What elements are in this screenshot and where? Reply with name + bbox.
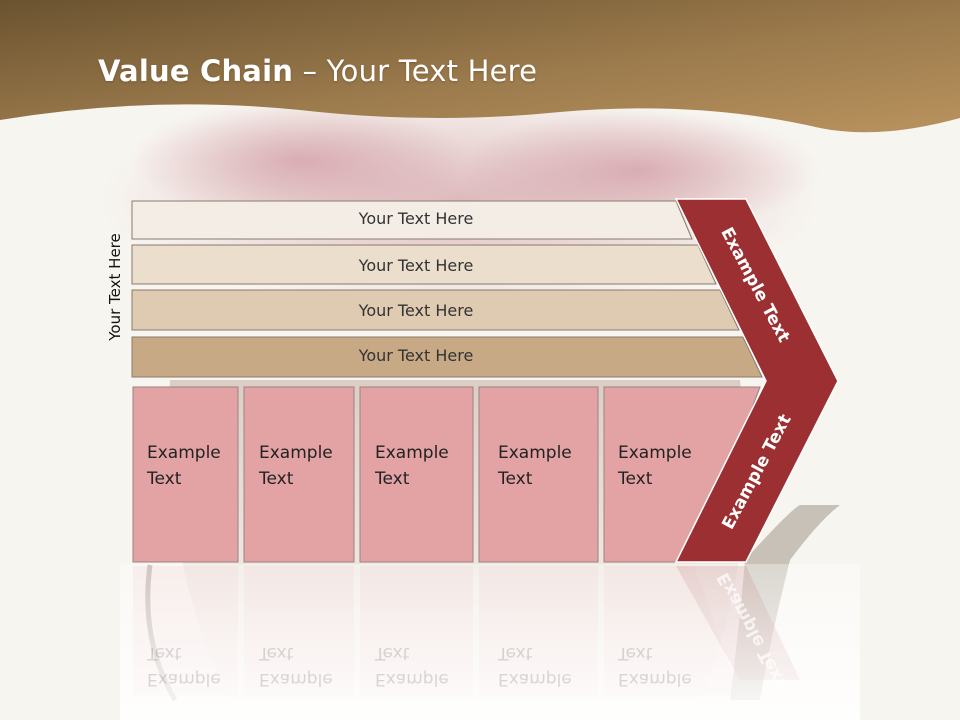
box-5-text: Example Text [618, 440, 718, 492]
box-1-line1: Example [147, 443, 221, 463]
vertical-label: Your Text Here [106, 233, 124, 341]
box-4-line1: Example [498, 443, 572, 463]
box-4-line2: Text [498, 469, 533, 489]
title-rest: – Your Text Here [293, 54, 538, 88]
row-3-shape [131, 289, 740, 331]
chevron-arrow [674, 198, 839, 563]
box-2-line2: Text [259, 469, 294, 489]
box-1-line2: Text [147, 469, 182, 489]
box-2-shape [243, 386, 355, 563]
slide-title: Value Chain – Your Text Here [98, 54, 537, 88]
box-3-line1: Example [375, 443, 449, 463]
box-5-line2: Text [618, 469, 653, 489]
row-4-shape [131, 336, 763, 378]
box-3-shape [359, 386, 474, 563]
box-3-line2: Text [375, 469, 410, 489]
box-5-line1: Example [618, 443, 692, 463]
row-1-text: Your Text Here [358, 209, 474, 228]
box-1-shape [132, 386, 239, 563]
row-1-shape [131, 200, 693, 240]
reflection-fade [120, 564, 860, 720]
header-band [0, 0, 960, 133]
title-bold: Value Chain [98, 54, 294, 88]
box-4-shape [478, 386, 599, 563]
row-2-shape [131, 244, 717, 285]
row-2-text: Your Text Here [358, 256, 474, 275]
box-1-text: Example Text [147, 440, 247, 492]
box-2-line1: Example [259, 443, 333, 463]
row-4-text: Your Text Here [358, 346, 474, 365]
box-2-text: Example Text [259, 440, 359, 492]
row-3-text: Your Text Here [358, 301, 474, 320]
box-4-text: Example Text [498, 440, 598, 492]
box-3-text: Example Text [375, 440, 475, 492]
